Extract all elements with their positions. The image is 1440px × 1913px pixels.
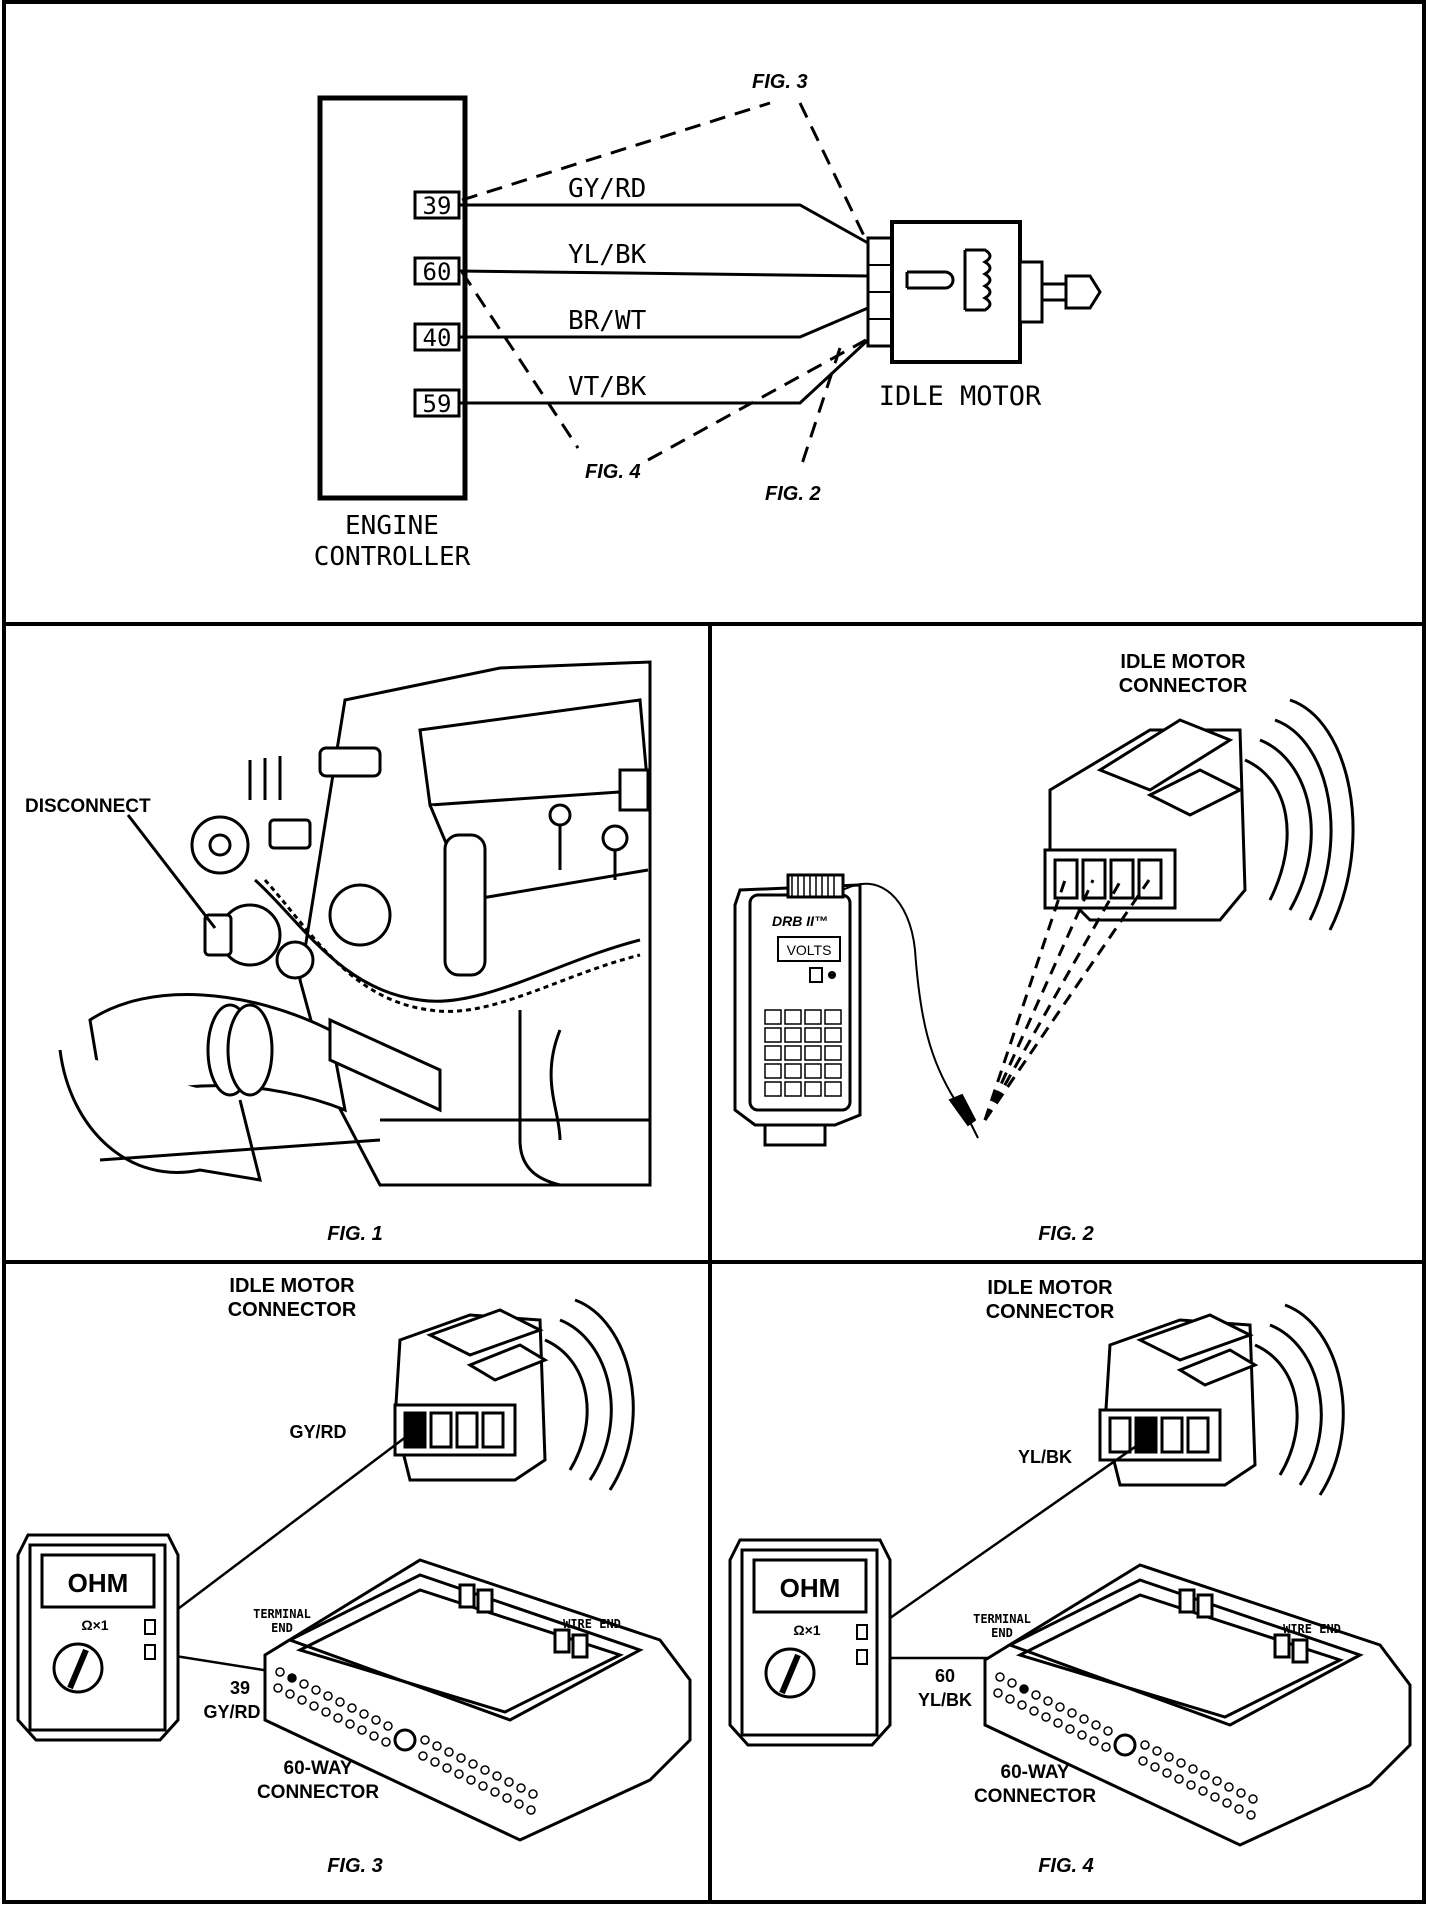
- fig3-ohmmeter: OHM Ω×1: [16, 1533, 180, 1742]
- wire-yl-bk: [458, 269, 869, 278]
- wire-label-yl-bk: YL/BK: [568, 240, 647, 270]
- fig3-meter-range: Ω×1: [81, 1617, 108, 1633]
- callout-fig2: FIG. 2: [765, 483, 821, 505]
- idle-motor-symbol: [866, 220, 1102, 364]
- wire-label-br-wt: BR/WT: [568, 306, 647, 336]
- fig4-wire-label: YL/BK: [1018, 1447, 1072, 1467]
- engine-controller-box: [317, 95, 468, 501]
- fig3-way-connector-line2: CONNECTOR: [257, 1782, 379, 1803]
- fig1-caption: FIG. 1: [327, 1223, 383, 1245]
- fig4-connector-label-line2: CONNECTOR: [986, 1301, 1115, 1323]
- fig4-caption: FIG. 4: [1038, 1855, 1094, 1877]
- fig4-frame: [708, 1260, 1426, 1904]
- fig2-probe-lines: [983, 879, 1151, 1121]
- fig1-disconnect-label: DISCONNECT: [25, 796, 151, 817]
- fig3-connector-label-line1: IDLE MOTOR: [229, 1275, 355, 1297]
- callout-fig4: FIG. 4: [585, 461, 641, 483]
- fig4-meter-range: Ω×1: [793, 1622, 820, 1638]
- pin-number-40: 40: [423, 324, 452, 352]
- wire-gy-rd: [459, 203, 869, 245]
- fig3-lead-to-connector: [149, 1429, 416, 1631]
- fig2-drb-tool: DRB II™ VOLTS: [733, 873, 979, 1147]
- fig3-60-way-connector: [263, 1558, 692, 1842]
- pin-number-39: 39: [423, 192, 452, 220]
- fig4-way-connector-line1: 60-WAY: [1001, 1762, 1070, 1783]
- top-panel-frame: [2, 0, 1426, 626]
- fig3-wire-label: GY/RD: [289, 1422, 346, 1442]
- fig3-idle-motor-connector: [393, 1298, 635, 1491]
- fig4-pin-wire: YL/BK: [918, 1690, 972, 1710]
- fig2-connector-label-line2: CONNECTOR: [1119, 675, 1248, 697]
- fig3-terminal-end-line1: TERMINAL: [253, 1607, 311, 1621]
- fig4-wire-end: WIRE END: [1283, 1622, 1341, 1636]
- fig4-60-way-connector: [983, 1563, 1412, 1847]
- wire-label-vt-bk: VT/BK: [568, 372, 647, 402]
- fig2-tool-display-text: VOLTS: [787, 942, 832, 958]
- fig4-terminal-end-line2: END: [991, 1626, 1013, 1640]
- fig2-keypad: [764, 1009, 842, 1097]
- schematic: ENGINE CONTROLLER 39 60 40 59 GY/RD YL/B…: [314, 71, 1102, 572]
- fig4-connector-label-line1: IDLE MOTOR: [987, 1277, 1113, 1299]
- fig3-pin-number: 39: [230, 1678, 250, 1698]
- fig3-wire-end: WIRE END: [563, 1617, 621, 1631]
- fig3-terminal-end-line2: END: [271, 1621, 293, 1635]
- fig2-connector-label-line1: IDLE MOTOR: [1120, 651, 1246, 673]
- pin-number-60: 60: [423, 258, 452, 286]
- fig3-connector-label-line2: CONNECTOR: [228, 1299, 357, 1321]
- fig2-tool-brand: DRB II™: [772, 913, 828, 929]
- fig2-idle-motor-connector: [1043, 698, 1355, 931]
- idle-motor-label: IDLE MOTOR: [879, 381, 1042, 412]
- disconnect-leader: [126, 814, 217, 929]
- fig4-meter-display: OHM: [780, 1573, 841, 1603]
- fig2-tool-display: [777, 936, 841, 962]
- fig3-meter-display: OHM: [68, 1568, 129, 1598]
- wire-label-gy-rd: GY/RD: [568, 174, 646, 204]
- fig3-caption: FIG. 3: [327, 1855, 383, 1877]
- fig4-idle-motor-connector: [1098, 1303, 1345, 1496]
- fig4-way-connector-line2: CONNECTOR: [974, 1786, 1096, 1807]
- wire-vt-bk: [459, 338, 870, 405]
- fig2-caption: FIG. 2: [1038, 1223, 1094, 1245]
- controller-label-line1: ENGINE: [345, 511, 439, 541]
- fig4-ohmmeter: OHM Ω×1: [728, 1538, 892, 1747]
- fig3-pin-wire: GY/RD: [203, 1702, 260, 1722]
- fig1-engine-illustration: [58, 660, 652, 1187]
- wire-br-wt: [459, 306, 869, 339]
- controller-label-line2: CONTROLLER: [314, 542, 471, 572]
- fig4-lead-to-connector: [869, 1438, 1146, 1634]
- pin-number-59: 59: [423, 390, 452, 418]
- fig3-way-connector-line1: 60-WAY: [284, 1758, 353, 1779]
- fig4-pin-number: 60: [935, 1666, 955, 1686]
- callout-lines: [460, 101, 868, 471]
- callout-fig3: FIG. 3: [752, 71, 808, 93]
- fig4-terminal-end-line1: TERMINAL: [973, 1612, 1031, 1626]
